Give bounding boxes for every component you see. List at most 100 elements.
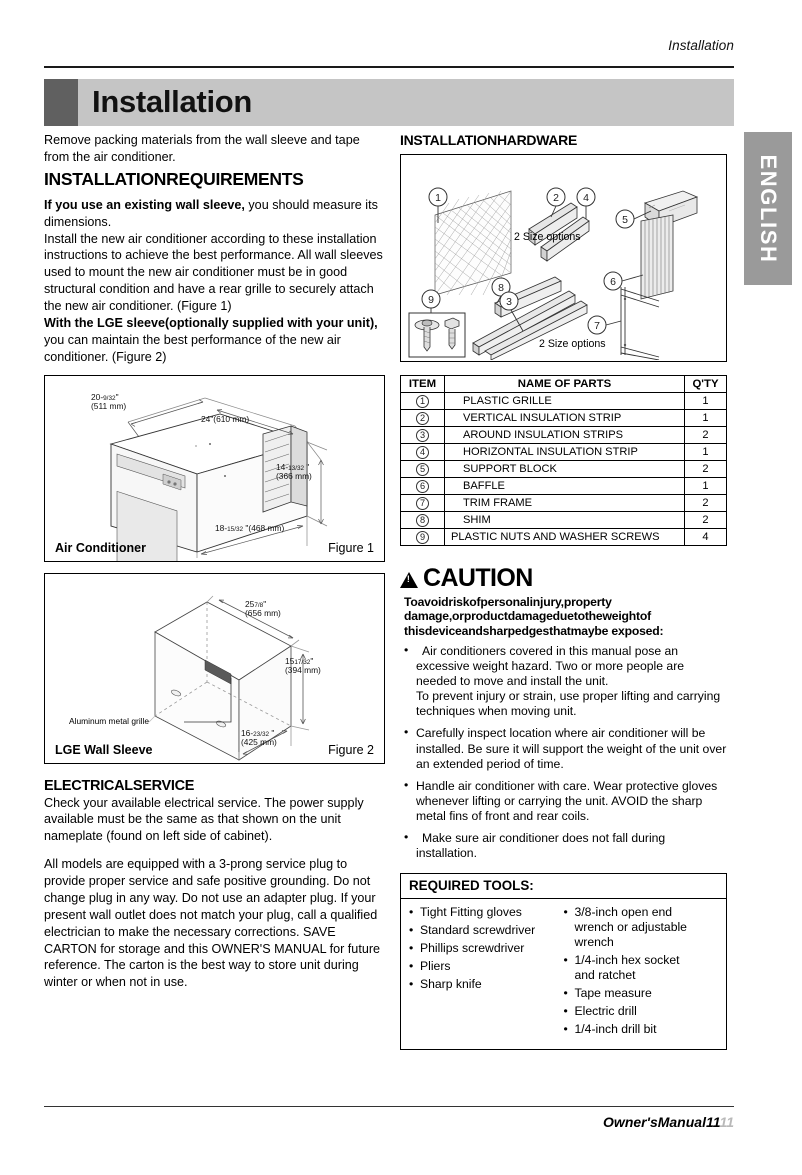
caution-word: CAUTION [423,564,533,592]
tool-label: 3/8-inch open end [574,905,673,920]
footer-rule [44,1106,734,1107]
caution-item-extra: To prevent injury or strain, use proper … [416,689,721,719]
right-column: INSTALLATIONHARDWARE [400,132,727,1051]
list-item: Air conditioners covered in this manual … [404,643,727,720]
banner-accent-block [44,79,78,126]
parts-row-name: PLASTIC NUTS AND WASHER SCREWS [444,528,685,546]
caution-lead-text: Toavoidriskofpersonalinjury,property dam… [404,595,664,638]
req-p3-bold: With the LGE sleeve(optionally supplied … [44,315,378,330]
parts-row-item: 5 [400,460,445,478]
tool-label: Electric drill [574,1003,637,1018]
figure-2-illustration [148,595,310,761]
electrical-paragraph-2: All models are equipped with a 3-prong s… [44,857,381,990]
req-p1-bold: If you use an existing wall sleeve, [44,197,245,212]
required-tools-column-1: Tight Fitting gloves Standard screwdrive… [409,905,564,1039]
figure-1-number: Figure 1 [328,540,374,555]
caution-item-main: Air conditioners covered in this manual … [416,643,685,689]
req-p1-rest: you should measure its dimensions. [44,197,378,229]
list-item: Carefully inspect location where air con… [404,725,727,771]
list-item: Handle air conditioner with care. Wear p… [404,778,727,824]
caution-bullet-list: Air conditioners covered in this manual … [404,643,727,862]
electrical-paragraph-1: Check your available electrical service.… [44,795,364,844]
table-row: 5 SUPPORT BLOCK 2 [400,460,727,478]
list-item: Tape measure [564,986,719,1001]
tool-label: 1/4-inch hex socket [574,953,680,968]
tool-label-cont: and ratchet [574,967,636,982]
caution-heading: CAUTION [400,564,727,593]
svg-text:9: 9 [428,294,434,306]
parts-row-item: 6 [400,477,445,495]
parts-row-qty: 2 [684,511,727,529]
figure-2-dim-height: 1517/32" (394 mm) [285,655,321,676]
table-row: 7 TRIM FRAME 2 [400,494,727,512]
table-row: 8 SHIM 2 [400,511,727,529]
svg-text:4: 4 [583,192,589,204]
table-row: 1 PLASTIC GRILLE 1 [400,392,727,410]
req-p3-rest: you can maintain the best performance of… [44,332,341,364]
requirements-paragraph-3: With the LGE sleeve(optionally supplied … [44,315,385,366]
list-item: Tight Fitting gloves [409,905,564,920]
left-column: Remove packing materials from the wall s… [44,132,385,991]
chapter-title: Installation [92,84,253,119]
parts-row-qty: 1 [684,443,727,461]
svg-text:8: 8 [498,282,504,294]
figure-1-air-conditioner: 20-9/32" (511 mm) 24"(610 mm) 14-13/32 "… [44,374,385,583]
caution-item-main: Make sure air conditioner does not fall … [416,831,666,861]
footer-page-ghost: 11 [719,1114,734,1130]
parts-row-item: 7 [400,494,445,512]
required-tools-body: Tight Fitting gloves Standard screwdrive… [401,899,726,1049]
parts-row-item: 2 [400,409,445,427]
figure-2-grille-callout: Aluminum metal grille [69,715,150,726]
electrical-service-heading: ELECTRICALSERVICE [44,777,195,794]
intro-paragraph: Remove packing materials from the wall s… [44,133,360,164]
parts-table-header-name: NAME OF PARTS [444,375,685,393]
running-header-title: Installation [668,38,734,53]
parts-row-item: 1 [400,392,445,410]
figure-2-dim-width: 257/8" (656 mm) [245,598,281,619]
parts-row-name: AROUND INSULATION STRIPS [444,426,685,444]
hardware-size-option-label-2: 2 Size options [539,338,606,350]
warning-triangle-icon [400,571,418,588]
figure-1-dim-width: 20-9/32" (511 mm) [91,391,127,412]
parts-row-qty: 2 [684,426,727,444]
figure-2-number: Figure 2 [328,742,374,757]
figure-2-dim-depth: 16-23/32 " (425 mm) [241,727,277,748]
parts-row-qty: 2 [684,494,727,512]
parts-row-item: 8 [400,511,445,529]
chapter-banner: Installation [44,79,734,126]
parts-row-qty: 1 [684,409,727,427]
language-side-tab: ENGLISH [744,132,792,285]
list-item: Standard screwdriver [409,923,564,938]
parts-row-qty: 2 [684,460,727,478]
table-row: 3 AROUND INSULATION STRIPS 2 [400,426,727,444]
tool-label: Tape measure [574,985,652,1000]
svg-text:1: 1 [435,192,441,204]
tool-label: Standard screwdriver [420,923,536,938]
list-item: Sharp knife [409,977,564,992]
list-item: Pliers [409,959,564,974]
caution-item-main: Handle air conditioner with care. Wear p… [416,778,718,824]
parts-row-qty: 1 [684,392,727,410]
figure-2-wall-sleeve: 257/8" (656 mm) 1517/32" (394 mm) 16-23/… [44,572,385,764]
parts-row-name: SUPPORT BLOCK [444,460,685,478]
svg-text:5: 5 [622,214,628,226]
parts-table-header-qty: Q'TY [684,375,727,393]
parts-row-name: BAFFLE [444,477,685,495]
figure-2-caption: LGE Wall Sleeve [55,742,153,757]
figure-1-dim-height: 14-13/32 " (366 mm) [276,461,312,482]
tool-label: 1/4-inch drill bit [574,1021,657,1036]
parts-row-name: TRIM FRAME [444,494,685,512]
svg-text:6: 6 [610,276,616,288]
required-tools-heading: REQUIRED TOOLS: [401,874,726,900]
table-row: 9 PLASTIC NUTS AND WASHER SCREWS 4 [400,528,727,546]
parts-table-header-row: ITEM NAME OF PARTS Q'TY [400,375,727,393]
figure-1-dim-depth: 24"(610 mm) [201,413,250,424]
table-row: 2 VERTICAL INSULATION STRIP 1 [400,409,727,427]
table-row: 6 BAFFLE 1 [400,477,727,495]
parts-row-item: 9 [400,528,445,546]
parts-row-name: PLASTIC GRILLE [444,392,685,410]
tool-label: Sharp knife [420,976,482,991]
